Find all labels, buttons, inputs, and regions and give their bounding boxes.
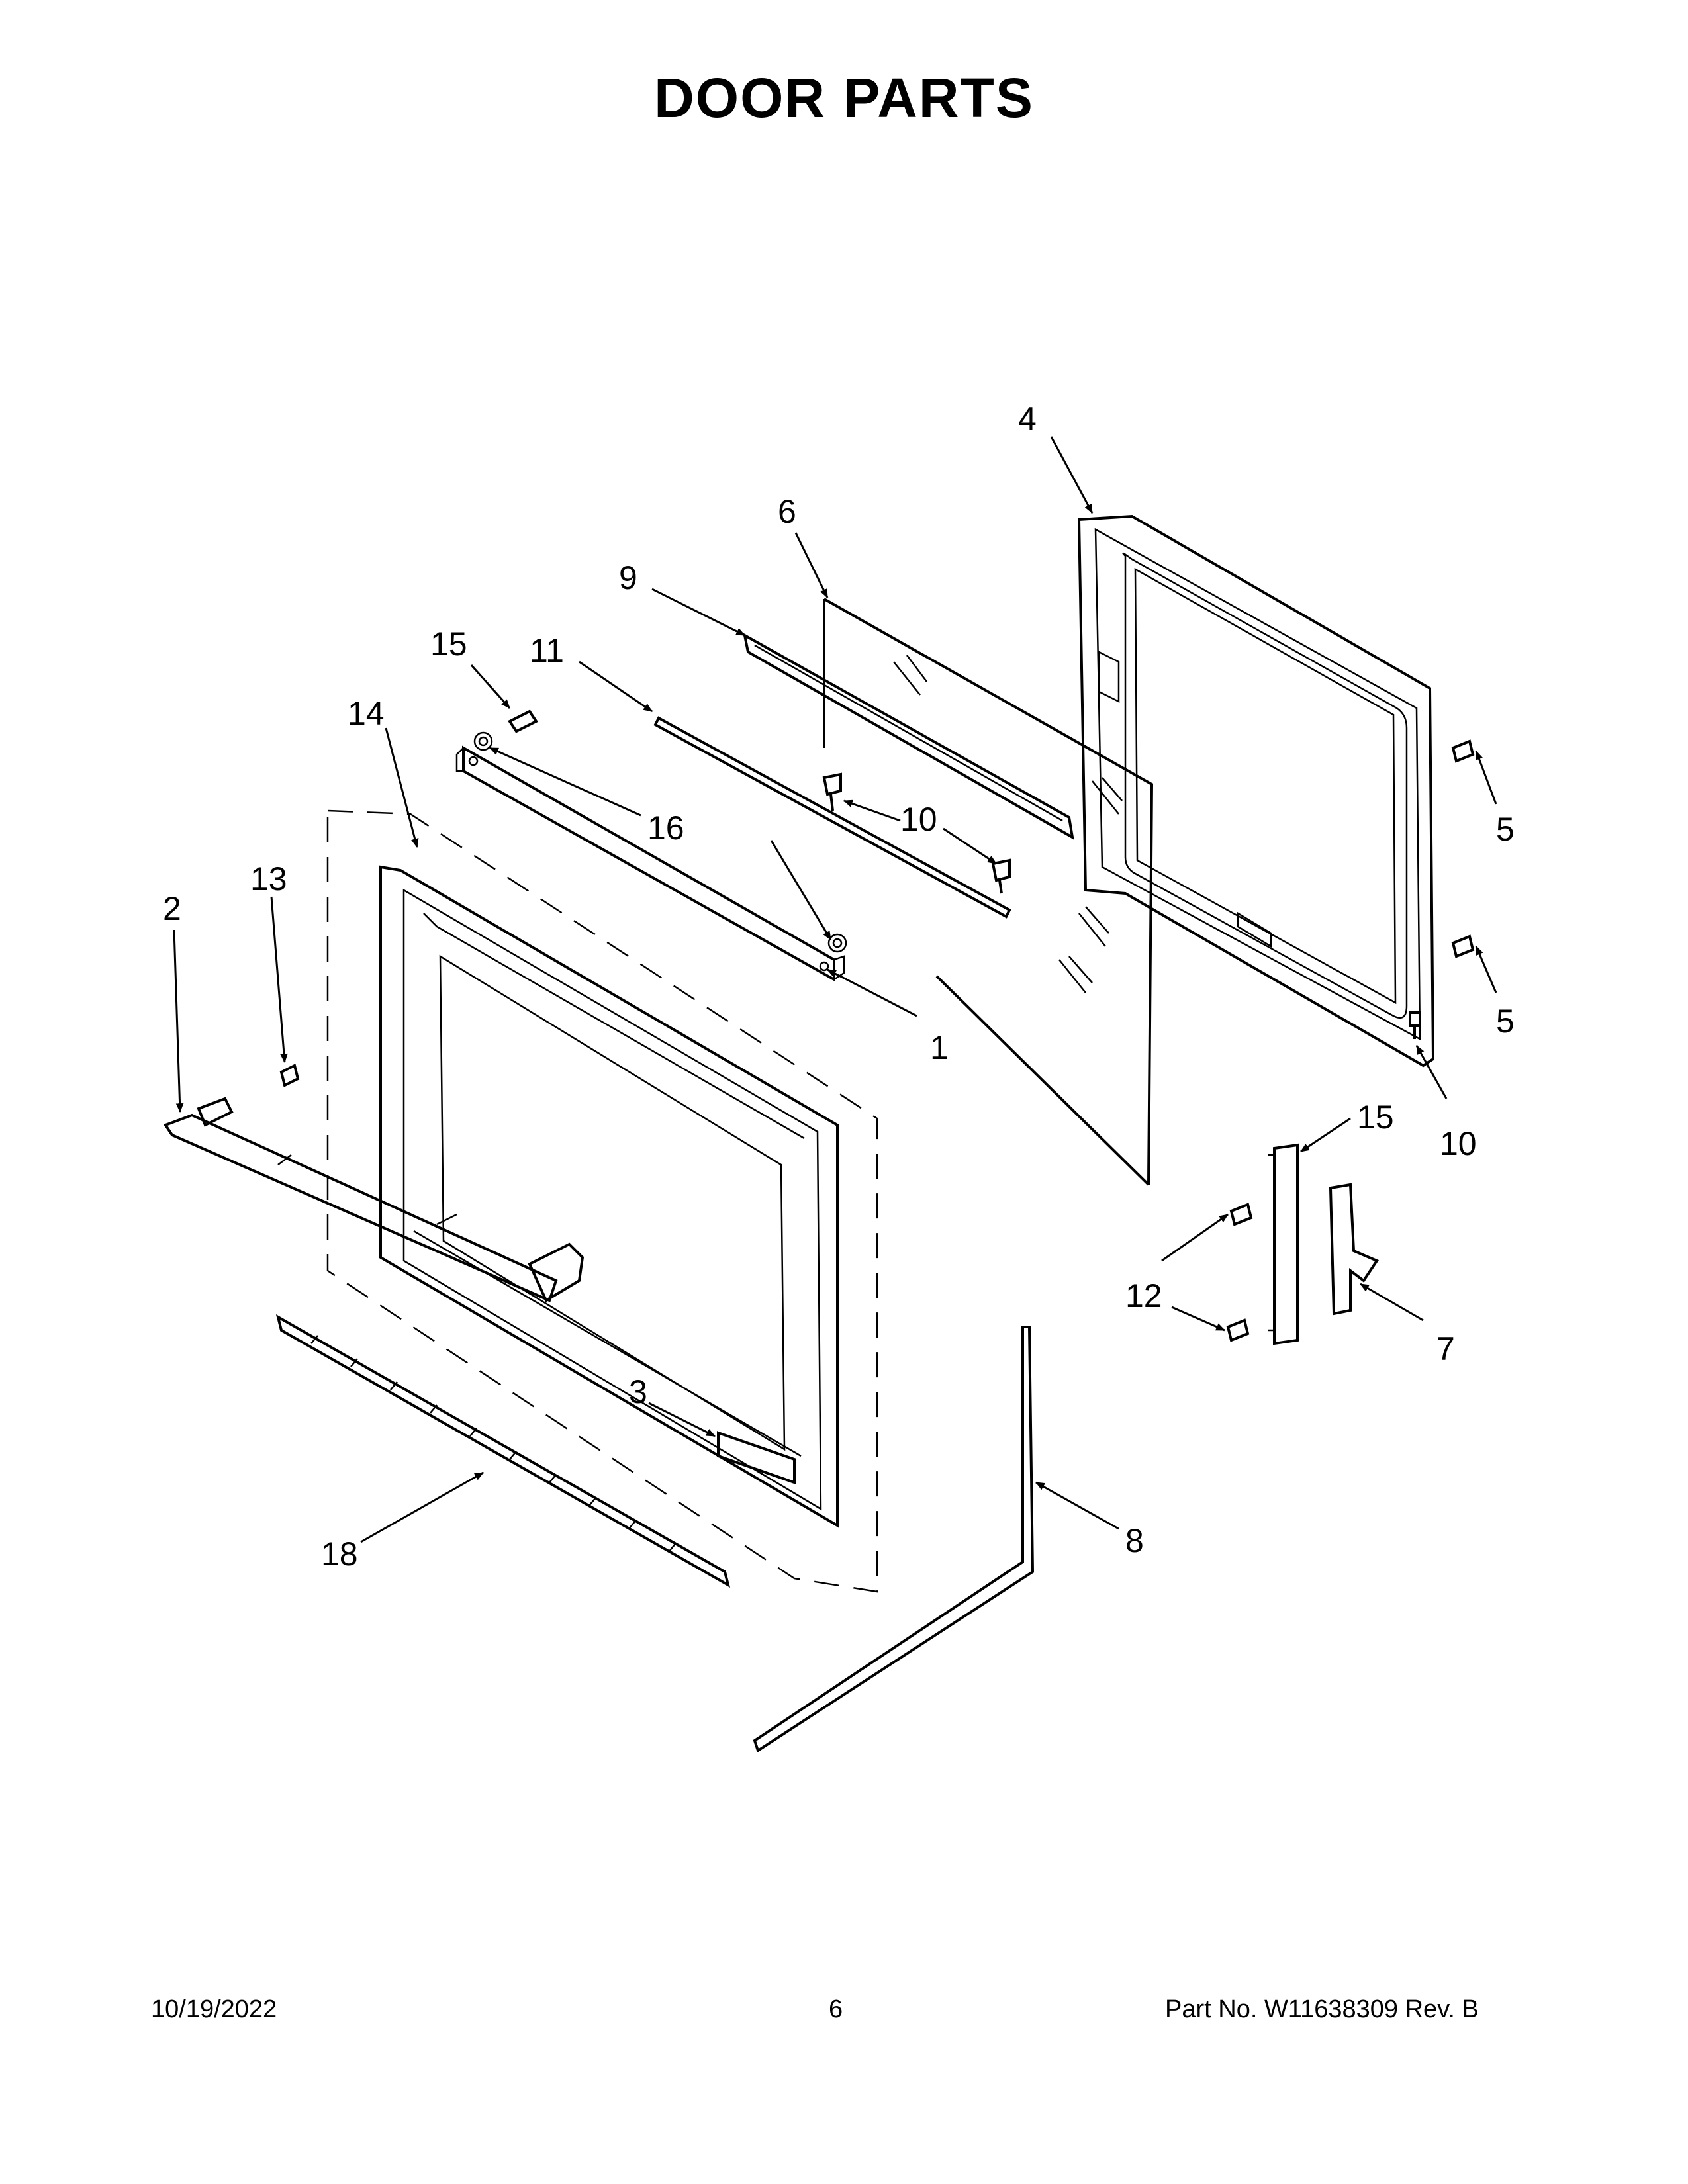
inner-glass — [823, 598, 1154, 1186]
callout-11: 11 — [530, 632, 564, 669]
door-rod — [653, 716, 1011, 919]
footer-part-number: Part No. W11638309 Rev. B — [1165, 1995, 1479, 2023]
callout-18: 18 — [321, 1535, 358, 1572]
callout-10-upper: 10 — [900, 801, 937, 838]
door-front-panel — [379, 865, 839, 1528]
callout-17: 15 — [430, 625, 467, 662]
callout-15: 15 — [1357, 1099, 1394, 1136]
door-handle — [163, 1097, 585, 1302]
callout-5-upper: 5 — [1496, 811, 1515, 848]
door-vent — [275, 1314, 731, 1588]
callout-10-lower: 10 — [1440, 1125, 1477, 1162]
hinge-support — [1268, 1143, 1299, 1345]
footer-page-number: 6 — [829, 1995, 843, 2023]
callout-1: 1 — [930, 1029, 949, 1066]
callout-13: 13 — [250, 860, 287, 897]
glass-trim-channel — [743, 633, 1074, 840]
page-title: DOOR PARTS — [654, 67, 1034, 129]
door-badge — [717, 1431, 796, 1484]
footer-date: 10/19/2022 — [151, 1995, 277, 2023]
callout-5-lower: 5 — [1496, 1003, 1515, 1040]
door-assembly-outline — [326, 809, 878, 1593]
door-hinge — [1329, 1183, 1379, 1316]
callout-3: 3 — [629, 1373, 647, 1410]
callout-labels: 4 6 9 15 11 14 16 10 5 5 1 13 2 15 10 12… — [163, 400, 1515, 1572]
outer-door-panel — [1077, 514, 1435, 1068]
callout-12: 12 — [1125, 1277, 1162, 1314]
callout-leaders — [173, 436, 1497, 1543]
callout-16: 16 — [647, 809, 684, 846]
callout-14: 14 — [348, 695, 385, 732]
screws — [279, 709, 1475, 1342]
callout-2: 2 — [163, 890, 181, 927]
callout-8: 8 — [1125, 1522, 1144, 1559]
callout-4: 4 — [1018, 400, 1037, 437]
callout-7: 7 — [1436, 1330, 1455, 1367]
washer-16 — [473, 731, 847, 953]
door-gasket — [753, 1326, 1035, 1753]
callout-9: 9 — [619, 559, 637, 596]
callout-6: 6 — [778, 493, 796, 530]
